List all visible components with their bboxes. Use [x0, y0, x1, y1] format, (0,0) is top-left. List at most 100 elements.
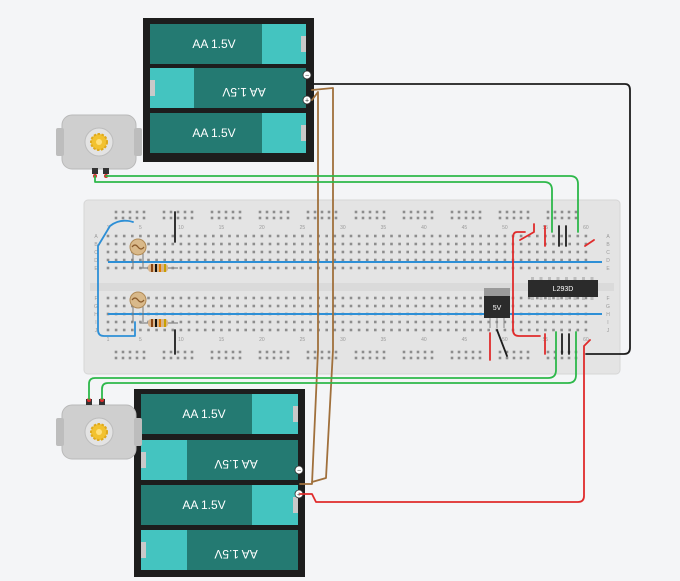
breadboard-hole: [333, 304, 337, 308]
breadboard-hole: [584, 328, 588, 332]
breadboard-hole: [416, 216, 420, 220]
breadboard-hole: [260, 234, 264, 238]
breadboard-hole: [471, 320, 474, 324]
breadboard-hole: [122, 328, 126, 332]
breadboard-hole: [293, 250, 296, 254]
breadboard-hole: [406, 250, 409, 254]
breadboard-hole: [463, 328, 466, 332]
breadboard-hole: [276, 320, 280, 324]
breadboard-hole: [135, 356, 139, 360]
breadboard-hole: [354, 350, 358, 354]
battery-cap: [252, 394, 298, 434]
breadboard-hole: [279, 350, 283, 354]
breadboard-hole: [446, 234, 450, 238]
breadboard-hole: [224, 210, 228, 214]
battery-label: AA 1.5V: [192, 37, 235, 51]
breadboard-hole: [527, 304, 531, 308]
chip-pin: [539, 297, 543, 300]
breadboard-hole: [231, 210, 235, 214]
breadboard-hole: [430, 320, 434, 324]
breadboard-hole: [382, 250, 385, 254]
breadboard-hole: [471, 266, 474, 270]
breadboard-hole: [446, 296, 450, 300]
breadboard-hole: [325, 258, 328, 262]
breadboard-hole: [374, 242, 377, 246]
breadboard-hole: [552, 296, 555, 300]
breadboard-hole: [450, 210, 454, 214]
breadboard-hole: [406, 296, 409, 300]
breadboard-hole: [203, 242, 207, 246]
breadboard-hole: [284, 320, 288, 324]
column-tick-label: 45: [462, 337, 468, 343]
row-label: E: [94, 266, 98, 272]
breadboard-hole: [464, 356, 468, 360]
breadboard-hole: [195, 320, 199, 324]
breadboard-hole: [430, 242, 434, 246]
breadboard-hole: [422, 242, 426, 246]
breadboard-hole: [252, 296, 256, 300]
breadboard-hole: [187, 266, 191, 270]
column-tick-label: 50: [502, 225, 508, 231]
wire-brown: [311, 87, 334, 483]
breadboard-hole: [574, 216, 578, 220]
breadboard-hole: [584, 296, 588, 300]
breadboard-hole: [276, 304, 280, 308]
breadboard-hole: [121, 356, 125, 360]
breadboard-hole: [365, 258, 369, 262]
breadboard-hole: [155, 304, 158, 308]
breadboard-hole: [487, 258, 490, 262]
breadboard-hole: [106, 258, 110, 262]
breadboard-hole: [179, 234, 183, 238]
breadboard-hole: [527, 296, 531, 300]
breadboard-hole: [471, 356, 475, 360]
breadboard-hole: [446, 304, 450, 308]
breadboard-hole: [390, 250, 393, 254]
breadboard-hole: [228, 320, 231, 324]
breadboard-hole: [527, 266, 531, 270]
breadboard-hole: [268, 296, 272, 300]
breadboard-hole: [171, 250, 175, 254]
breadboard-hole: [341, 304, 345, 308]
breadboard-hole: [390, 328, 393, 332]
row-label: G: [94, 304, 98, 310]
breadboard-hole: [236, 242, 239, 246]
breadboard-hole: [195, 258, 199, 262]
breadboard-hole: [495, 234, 499, 238]
breadboard-hole: [179, 328, 183, 332]
column-tick-label: 5: [139, 225, 142, 231]
breadboard-hole: [519, 216, 523, 220]
breadboard-hole: [306, 210, 310, 214]
breadboard-hole: [114, 328, 118, 332]
breadboard-hole: [357, 296, 361, 300]
breadboard-hole: [365, 234, 369, 238]
breadboard-hole: [114, 234, 118, 238]
breadboard-hole: [398, 242, 401, 246]
breadboard-hole: [398, 234, 401, 238]
breadboard-hole: [406, 304, 409, 308]
breadboard-hole: [268, 250, 272, 254]
breadboard-hole: [478, 356, 482, 360]
breadboard-hole: [276, 250, 280, 254]
breadboard-hole: [505, 210, 509, 214]
battery-label: AA 1.5V: [214, 457, 257, 471]
breadboard-hole: [455, 234, 458, 238]
breadboard-hole: [220, 250, 223, 254]
breadboard-hole: [163, 234, 166, 238]
breadboard-hole: [244, 234, 247, 238]
breadboard-hole: [422, 258, 426, 262]
breadboard-hole: [487, 234, 490, 238]
battery-cap: [141, 530, 187, 570]
breadboard-hole: [334, 210, 338, 214]
breadboard-hole: [313, 356, 317, 360]
breadboard-hole: [375, 216, 379, 220]
chip-pin: [590, 277, 594, 280]
breadboard-hole: [349, 304, 353, 308]
breadboard-hole: [423, 210, 427, 214]
breadboard-hole: [203, 234, 207, 238]
breadboard-hole: [212, 296, 215, 300]
breadboard-hole: [382, 320, 385, 324]
breadboard-hole: [236, 296, 239, 300]
breadboard-hole: [471, 250, 474, 254]
breadboard-hole: [422, 296, 426, 300]
